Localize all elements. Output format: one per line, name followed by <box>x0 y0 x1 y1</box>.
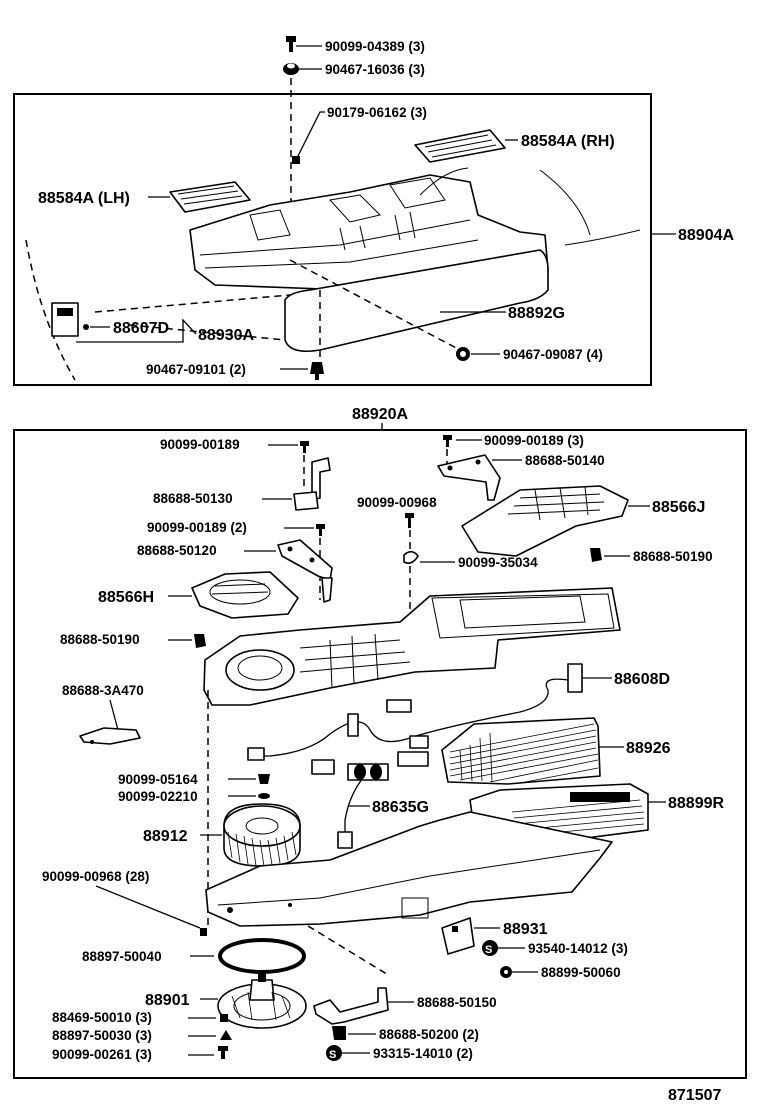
clip-f-icon <box>590 548 602 562</box>
label-screw-i: 90099-02210 <box>118 789 198 804</box>
vent-lh-icon <box>169 181 251 213</box>
label-screw-b: 90099-00189 (3) <box>484 433 584 448</box>
label-clip-e: 90099-35034 <box>458 555 538 570</box>
label-motor: 88901 <box>145 992 190 1009</box>
label-clip-left: 90467-09101 (2) <box>146 362 246 377</box>
svg-text:S: S <box>329 1049 336 1061</box>
sensor-icon <box>51 302 79 337</box>
clip-center-icon <box>292 156 300 164</box>
label-duct-j: 88566J <box>652 499 705 516</box>
label-sensor: 88607D <box>113 320 169 337</box>
label-screw-a: 90099-00189 <box>160 437 240 452</box>
screw-l-icon <box>500 966 512 978</box>
panel-icon <box>284 249 549 353</box>
main-housing <box>203 587 621 706</box>
wire-g-connector-icon <box>347 763 389 781</box>
bottom-assembly-frame <box>13 429 747 1079</box>
screw-d-icon <box>316 524 325 536</box>
label-duct-h: 88566H <box>98 589 154 606</box>
label-screw-top: 90099-04389 (3) <box>325 39 425 54</box>
label-sensor-group: 88930A <box>198 327 254 344</box>
label-gasket: 88897-50040 <box>82 949 162 964</box>
label-resistor: 88931 <box>503 921 548 938</box>
duct-h-icon <box>191 571 299 619</box>
label-88920a: 88920A <box>352 406 408 423</box>
label-clip-center: 90179-06162 (3) <box>327 105 427 120</box>
label-bracket-c: 88688-50120 <box>137 543 217 558</box>
bracket-b-icon <box>437 454 501 501</box>
clip-g-icon <box>194 634 206 648</box>
label-screw-n: 88469-50010 (3) <box>52 1010 152 1025</box>
screw-c-icon <box>405 513 414 528</box>
screw-j-icon <box>200 928 207 936</box>
label-bracket-m: 88688-50150 <box>417 995 497 1010</box>
screw-i-icon <box>258 793 270 799</box>
label-screw-c: 90099-00968 <box>357 495 437 510</box>
label-nut-top: 90467-16036 (3) <box>325 62 425 77</box>
duct-j-icon <box>461 485 629 557</box>
screw-r-icon: S <box>326 1045 342 1061</box>
nut-top-icon <box>283 63 299 75</box>
seal-icon <box>79 727 141 745</box>
label-vent-lh: 88584A (LH) <box>38 190 130 207</box>
label-screw-l: 88899-50060 <box>541 965 621 980</box>
console-body <box>189 167 549 291</box>
lower-case <box>205 811 613 927</box>
label-screw-q: 90099-00261 (3) <box>52 1047 152 1062</box>
top-assembly-frame <box>13 93 652 386</box>
label-screw-j: 90099-00968 (28) <box>42 869 149 884</box>
clip-p-icon <box>332 1026 346 1040</box>
label-clip-p: 88688-50200 (2) <box>379 1027 479 1042</box>
label-screw-k: 93540-14012 (3) <box>528 941 628 956</box>
evaporator-icon <box>441 717 601 785</box>
wire-harness <box>247 699 521 849</box>
label-bracket-b: 88688-50140 <box>525 453 605 468</box>
label-seal: 88688-3A470 <box>62 683 144 698</box>
screw-a-icon <box>300 441 309 453</box>
bracket-a-icon <box>293 457 331 511</box>
label-clip-f: 88688-50190 <box>633 549 713 564</box>
gasket-o-icon <box>220 1030 232 1040</box>
bracket-c-icon <box>277 539 333 603</box>
label-vent-rh: 88584A (RH) <box>521 133 615 150</box>
screw-top-icon <box>286 36 296 52</box>
screw-k-icon: S <box>482 940 498 956</box>
bracket-m-icon <box>313 987 389 1025</box>
screw-q-icon <box>218 1046 228 1059</box>
label-gasket-o: 88897-50030 (3) <box>52 1028 152 1043</box>
fan-icon <box>223 803 301 867</box>
screw-b-icon <box>443 435 452 447</box>
label-fan: 88912 <box>143 828 188 845</box>
label-connector-d: 88608D <box>614 671 670 688</box>
label-screw-d: 90099-00189 (2) <box>147 520 247 535</box>
resistor-icon <box>441 917 475 955</box>
svg-text:S: S <box>485 944 492 956</box>
screw-h-icon <box>258 774 270 784</box>
vent-rh-icon <box>414 129 506 163</box>
diagram-id: 871507 <box>668 1087 721 1104</box>
label-screw-r: 93315-14010 (2) <box>373 1046 473 1061</box>
label-housing-r: 88899R <box>668 795 724 812</box>
label-88904a: 88904A <box>678 227 734 244</box>
label-panel: 88892G <box>508 305 565 322</box>
label-clip-g: 88688-50190 <box>60 632 140 647</box>
screw-n-icon <box>220 1014 228 1022</box>
label-screw-h: 90099-05164 <box>118 772 198 787</box>
clip-right-icon <box>456 347 470 361</box>
label-bracket-a: 88688-50130 <box>153 491 233 506</box>
clip-left-icon <box>310 362 324 380</box>
label-wire-g: 88635G <box>372 799 429 816</box>
label-evaporator: 88926 <box>626 740 671 757</box>
label-clip-right: 90467-09087 (4) <box>503 347 603 362</box>
connector-d-icon <box>519 663 583 713</box>
gasket-icon <box>218 938 306 974</box>
clip-e-icon <box>403 550 419 564</box>
motor-icon <box>217 972 307 1029</box>
